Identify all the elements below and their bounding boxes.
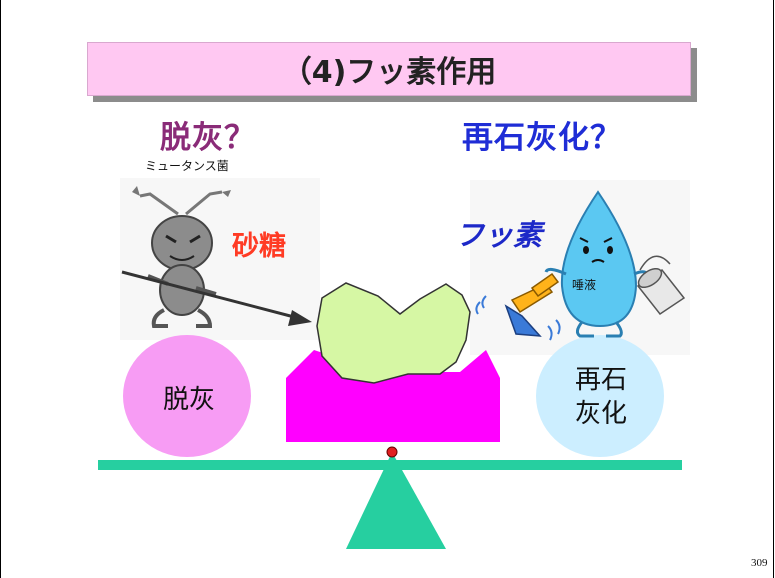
page-title: （4)フッ素作用 <box>87 42 691 96</box>
saliva-label: 唾液 <box>572 278 597 292</box>
remineralization-circle <box>536 335 664 457</box>
sugar-label: 砂糖 <box>232 231 286 262</box>
frame-left-border <box>0 0 1 578</box>
pivot-dot <box>386 446 398 458</box>
attack-arrow-head <box>288 310 312 326</box>
bacteria-panel <box>120 178 320 340</box>
bacteria-label: ミュータンス菌 <box>145 159 229 173</box>
demineralization-circle <box>123 335 251 457</box>
remineralization-heading: 再石灰化？ <box>462 120 622 156</box>
demineralization-circle-label: 脱灰 <box>162 384 215 415</box>
frame-right-border <box>773 0 774 578</box>
saliva-droplet-icon <box>544 190 650 338</box>
bucket-icon <box>636 255 686 316</box>
page-number: 309 <box>751 557 768 569</box>
fluoride-label: フッ素 <box>455 218 543 252</box>
tooth <box>316 282 471 384</box>
attack-arrow-line <box>121 270 299 320</box>
seesaw-fulcrum <box>346 452 446 549</box>
mutans-bacteria-icon <box>132 186 231 328</box>
remineralization-circle-label: 再石 灰化 <box>574 365 627 429</box>
brush-icon <box>475 272 561 341</box>
demineralization-heading: 脱灰？ <box>160 120 256 156</box>
